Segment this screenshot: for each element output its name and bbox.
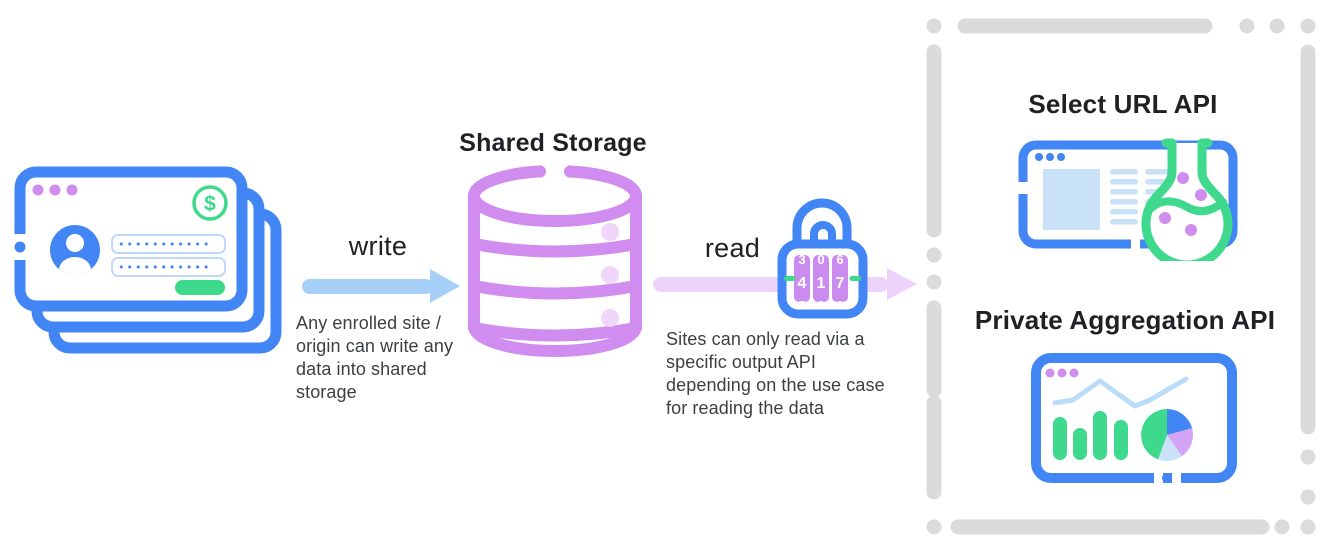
flask-icon: [1141, 138, 1233, 261]
output-apis-dashed-border: [926, 18, 1316, 535]
svg-text:6: 6: [836, 252, 843, 267]
read-label: read: [704, 233, 761, 263]
svg-text:7: 7: [836, 275, 845, 292]
svg-text:5: 5: [798, 298, 805, 313]
pie-chart: [1141, 409, 1193, 461]
content-block: [1043, 169, 1100, 230]
svg-text:4: 4: [798, 275, 807, 292]
svg-text:0: 0: [817, 252, 824, 267]
svg-text:3: 3: [798, 252, 805, 267]
bubble: [1159, 212, 1171, 224]
database-icon: [468, 163, 642, 357]
combination-lock-icon: 3 4 5 0 1 2 6 7 8: [777, 198, 868, 319]
password-field: •••••••••••: [111, 257, 226, 277]
select-url-api-title: Select URL API: [1028, 89, 1218, 119]
avatar-icon: [50, 225, 100, 275]
write-arrow: [302, 269, 460, 303]
svg-text:2: 2: [817, 298, 824, 313]
svg-text:•••••••••••: •••••••••••: [118, 238, 211, 251]
write-caption: Any enrolled site / origin can write any…: [296, 313, 454, 402]
line-chart: [1052, 376, 1189, 409]
stacked-login-windows-icon: $ ••••••••••• •••••••••••: [12, 166, 282, 354]
band-dot: [601, 309, 619, 327]
window-dots-icon: [1045, 368, 1079, 378]
dollar-icon: $: [192, 185, 228, 221]
dashboard-window: [1031, 353, 1237, 483]
shared-storage-title: Shared Storage: [459, 129, 647, 157]
read-caption: Sites can only read via a specific outpu…: [666, 329, 885, 418]
window-dots-icon: [32, 184, 78, 196]
border-dot: [14, 241, 26, 253]
bubble: [1177, 172, 1189, 184]
lock-dials: 3 4 5 0 1 2 6 7 8: [794, 252, 848, 313]
sign-in-button: [175, 280, 225, 295]
write-label: write: [348, 231, 408, 261]
password-field: •••••••••••: [111, 234, 226, 254]
band-dot: [601, 223, 619, 241]
select-url-api-icon: [1017, 138, 1238, 261]
svg-text:1: 1: [817, 275, 826, 292]
private-aggregation-api-title: Private Aggregation API: [974, 305, 1276, 335]
window-dots-icon: [1035, 153, 1065, 161]
bubble: [1185, 224, 1197, 236]
svg-text:$: $: [204, 193, 216, 216]
svg-text:•••••••••••: •••••••••••: [118, 261, 211, 274]
band-dot: [601, 266, 619, 284]
bar-chart: [1053, 411, 1128, 460]
private-aggregation-api-icon: [1031, 353, 1237, 484]
svg-text:8: 8: [836, 298, 843, 313]
bubble: [1195, 189, 1207, 201]
